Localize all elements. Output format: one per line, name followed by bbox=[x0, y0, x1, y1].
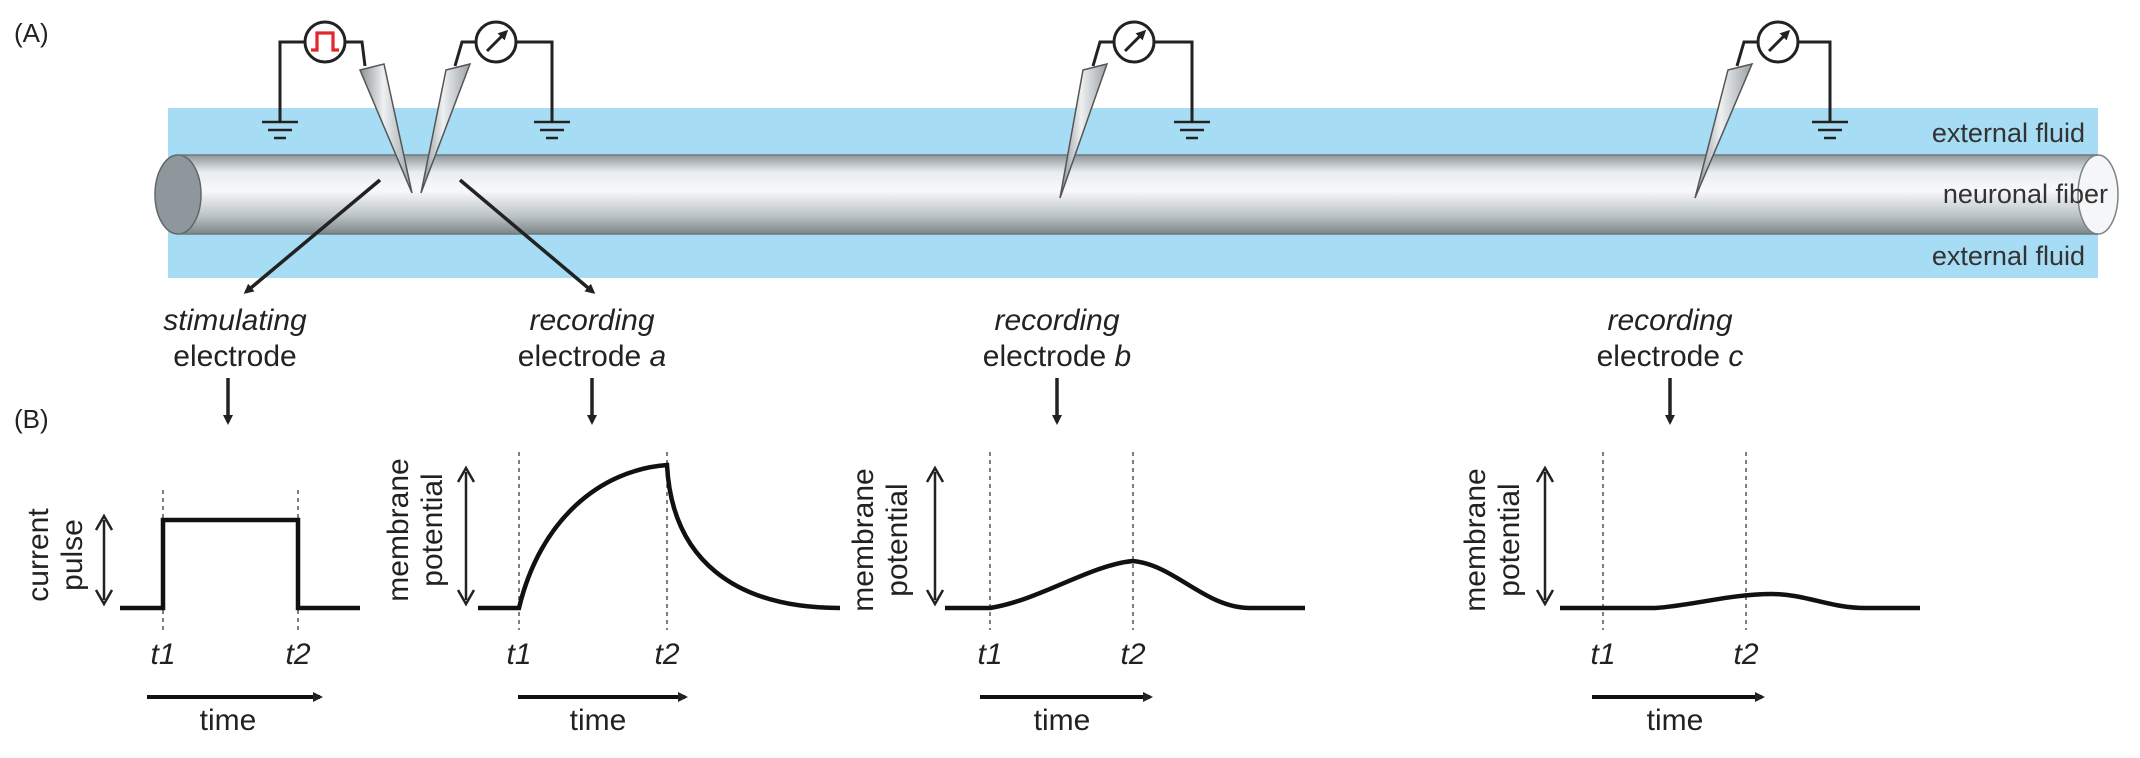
plot-recording-a: membrane potential t1 t2 time bbox=[382, 452, 841, 737]
plot1-ylabel-line1: current bbox=[22, 508, 55, 602]
plot2-y-double-arrow bbox=[456, 465, 476, 607]
current-pulse-trace bbox=[120, 517, 360, 611]
ground-icon bbox=[1812, 120, 1848, 140]
ground-icon bbox=[534, 120, 570, 140]
recording-a-leader-arrow bbox=[458, 178, 596, 294]
ground-icon bbox=[1174, 120, 1210, 140]
electrode-kind-a: recording bbox=[529, 304, 654, 337]
membrane-trace-b bbox=[945, 558, 1305, 611]
recording-circuit-c bbox=[1694, 20, 1848, 199]
plot1-y-double-arrow bbox=[94, 513, 114, 607]
square-pulse-icon bbox=[303, 20, 347, 64]
neuronal-fiber bbox=[154, 154, 2119, 235]
electrode-name-b: electrode b bbox=[983, 340, 1131, 373]
electrode-kind-stimulating: stimulating bbox=[163, 304, 307, 337]
neuronal-fiber-label: neuronal fiber bbox=[1943, 179, 2108, 209]
plot2-t2-label: t2 bbox=[654, 638, 679, 671]
plot1-xlabel: time bbox=[200, 704, 257, 737]
external-fluid-label-bottom: external fluid bbox=[1932, 241, 2085, 271]
stimulating-electrode-label: stimulating electrode bbox=[163, 304, 307, 373]
plot3-y-double-arrow bbox=[925, 465, 945, 607]
electrode-kind-b: recording bbox=[994, 304, 1119, 337]
stimulating-pipette bbox=[358, 63, 413, 194]
plot2-ylabel-line1: membrane bbox=[382, 458, 415, 601]
recording-pipette-c bbox=[1694, 62, 1754, 199]
plot4-ylabel-line1: membrane bbox=[1459, 468, 1492, 611]
recording-electrode-b-label: recording electrode b bbox=[983, 304, 1131, 373]
voltmeter-icon bbox=[474, 20, 518, 64]
panel-b-label: (B) bbox=[14, 404, 49, 434]
plot-recording-c: membrane potential t1 t2 time bbox=[1459, 452, 1920, 737]
stimulator-circuit bbox=[262, 20, 413, 194]
voltmeter-icon bbox=[1112, 20, 1156, 64]
external-fluid-label-top: external fluid bbox=[1932, 118, 2085, 148]
membrane-trace-a bbox=[478, 462, 841, 611]
plot1-t1-label: t1 bbox=[150, 638, 175, 671]
plot3-ylabel-line2: potential bbox=[881, 483, 914, 596]
electrode-kind-c: recording bbox=[1607, 304, 1732, 337]
plot2-t1-label: t1 bbox=[506, 638, 531, 671]
plot2-xlabel: time bbox=[570, 704, 627, 737]
plot-current-pulse: current pulse t1 t2 time bbox=[22, 490, 360, 737]
ground-icon bbox=[262, 120, 298, 140]
plot4-t1-label: t1 bbox=[1590, 638, 1615, 671]
electrode-name-c: electrode c bbox=[1597, 340, 1744, 373]
recording-pipette-b bbox=[1059, 62, 1109, 199]
voltmeter-icon bbox=[1756, 20, 1800, 64]
plot1-ylabel-line2: pulse bbox=[56, 519, 89, 591]
plot1-t2-label: t2 bbox=[285, 638, 310, 671]
plot3-xlabel: time bbox=[1034, 704, 1091, 737]
recording-electrode-a-label: recording electrode a bbox=[518, 304, 666, 373]
panel-a-label: (A) bbox=[14, 18, 49, 48]
stimulating-leader-arrow bbox=[243, 178, 382, 294]
recording-pipette-a bbox=[420, 62, 472, 194]
recording-circuit-a bbox=[420, 20, 570, 194]
membrane-trace-c bbox=[1560, 591, 1920, 611]
plot4-t2-label: t2 bbox=[1733, 638, 1758, 671]
electrode-name-a: electrode a bbox=[518, 340, 666, 373]
plot4-xlabel: time bbox=[1647, 704, 1704, 737]
plot3-t1-label: t1 bbox=[977, 638, 1002, 671]
plot2-ylabel-line2: potential bbox=[416, 473, 449, 586]
recording-circuit-b bbox=[1059, 20, 1210, 199]
recording-electrode-c-label: recording electrode c bbox=[1597, 304, 1744, 373]
plot3-ylabel-line1: membrane bbox=[847, 468, 880, 611]
plot4-ylabel-line2: potential bbox=[1493, 483, 1526, 596]
plot-recording-b: membrane potential t1 t2 time bbox=[847, 452, 1305, 737]
plot3-t2-label: t2 bbox=[1120, 638, 1145, 671]
electrode-name-stimulating: electrode bbox=[173, 340, 296, 373]
plot4-y-double-arrow bbox=[1535, 465, 1555, 607]
